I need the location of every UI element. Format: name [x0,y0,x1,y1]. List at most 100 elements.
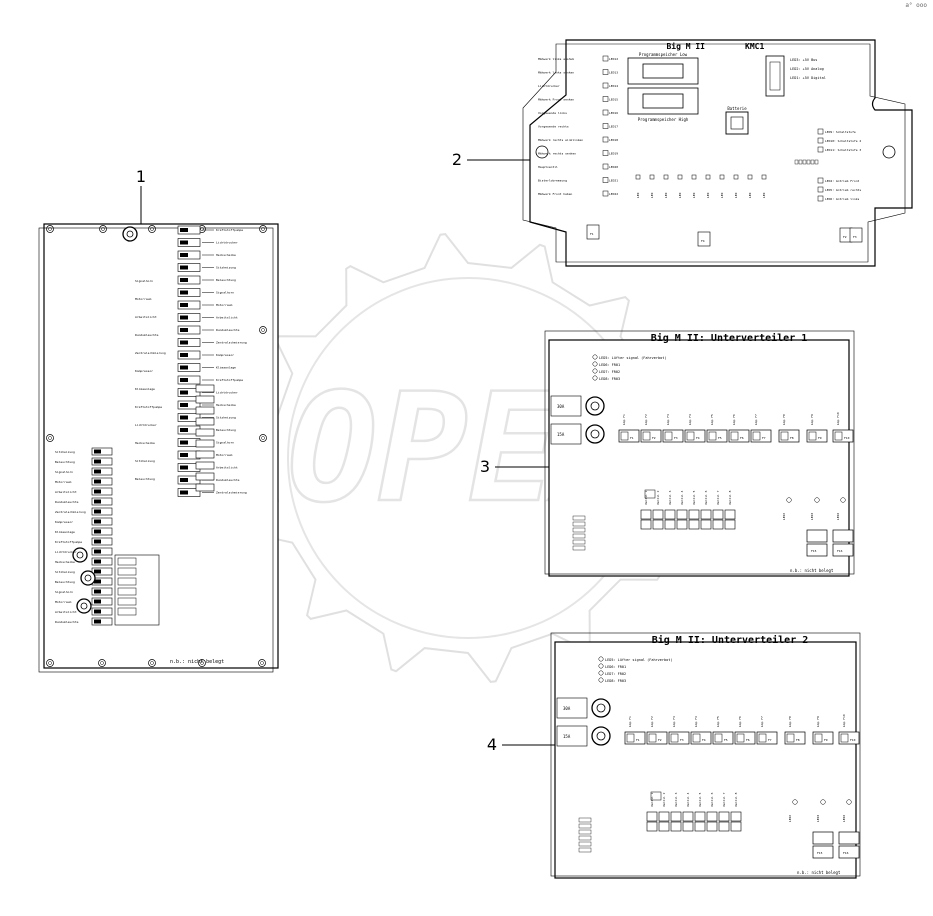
board-sub-2-footer: n.b.: nicht belegt [797,870,841,875]
relay-block [676,509,688,520]
fuse-label: Arbeitslicht [55,490,77,494]
fuse-holder [806,529,828,543]
fuse-holder [784,731,806,745]
led-label: Rundumleuchte [135,333,159,337]
kmc1-led-id: LED21 [609,179,618,183]
fuse-holder [806,429,828,443]
fuse-label: F9 [818,436,822,440]
mount-hole [46,659,54,667]
fuse-vertical-label: Lmp F1 [622,414,626,425]
led-indicator [635,174,641,180]
fuse-label: Sitzheizung [55,570,75,574]
relay-vertical-label: Ventil 6 [704,490,708,505]
fuse-holder [706,429,728,443]
legend-label: LED7: FR02 [599,370,620,374]
led-label: Lichtdrucker [135,423,157,427]
fuse-holder [668,731,690,745]
fuse-label: Kraftstoffpumpe [55,540,82,544]
kmc1-fuse [697,231,711,247]
led-label: Sitzheizung [135,459,155,463]
fuse-label: Beleuchtung [55,580,75,584]
terminal-stud [122,226,138,242]
fuse-block [91,537,113,546]
fuse-block [177,400,201,410]
led-indicator [602,177,609,183]
terminal-stud [591,698,611,718]
fuse-label: Kraftstoffpumpe [216,378,243,382]
kmc1-vertical-label: LED [720,192,724,198]
relay-block [688,519,700,530]
led-indicator [792,799,798,805]
fuse-label: Kompressor [216,353,234,357]
relay-block [195,439,215,448]
fuse-block [177,488,201,497]
mount-hole [259,225,267,233]
board-kmc1: Big M II KMC1 Programmspeicher Low Progr… [522,39,913,267]
terminal-stud [585,424,605,444]
prog-low-label: Programmspeicher Low [639,52,688,57]
relay-vertical-label: Ventil 7 [716,490,720,505]
mount-hole [259,326,267,334]
led-indicator [663,174,669,180]
fuse-vertical-label: Lmp F3 [672,716,676,727]
kmc1-led-label: Mähwerk Front heben [538,192,573,196]
relay-block [652,509,664,520]
led-label: Klimaanlage [135,387,155,391]
fuse-label: F3 [674,436,678,440]
kmc1-led-label: Vorgewende rechts [538,125,569,129]
relay-block [658,811,670,822]
prog-high-label: Programmspeicher High [638,117,689,122]
fuse-label: F10 [844,436,850,440]
kmc1-led-label: Hauptventil [538,165,558,169]
board-kmc1-title: Big M II [666,41,705,51]
terminal-stud [80,570,96,586]
fuse-label: F2 [658,738,662,742]
fuse-label: Beleuchtung [216,428,236,432]
fuse-holder [778,429,800,443]
fuse-holder [618,429,640,443]
relay-block [640,509,652,520]
mount-hole [148,225,156,233]
fuse-label: Zentralschmierung [216,491,247,495]
fuse-holder [832,543,854,557]
fuse-label: Lichtdrucker [55,550,77,554]
fuse-label: Signalhorn [216,441,234,445]
kmc1-led-label: Mähwerk Front senken [538,98,574,102]
relay-block [688,509,700,520]
mount-hole [99,225,107,233]
led-indicator [602,96,609,102]
fuse-block [177,388,201,397]
kmc1-led-label: Mähwerk rechts einklinken [538,138,583,142]
fuse-label: F6 [746,738,750,742]
led-indicator [598,670,604,676]
led-indicator [602,69,609,75]
fuse-block [177,225,201,235]
fuse-holder [684,429,706,443]
fuse-vertical-label: Lmp F6 [738,716,742,727]
relay-block [682,821,694,832]
led-indicator [602,82,609,89]
legend-label: LED8: FR03 [605,679,626,683]
fuse-label: Zentralschmierung [55,510,86,514]
fuse-vertical-label: Lmp F10 [836,412,840,425]
relay-block [195,384,215,393]
relay-vertical-label: Ventil 2 [662,792,666,807]
led-label: Signalhorn [135,279,153,283]
fuse-label: Klimaanlage [55,530,75,534]
fuse-label: F9 [824,738,828,742]
terminal-stud [585,396,605,416]
relay-block [682,811,694,822]
kmc1-vertical-label: LED [664,192,668,198]
kmc1-led-id: LED18 [609,138,618,142]
mount-hole [259,434,267,442]
relay-block [694,821,706,832]
kmc1-right-led-label: LED9: Schaltstufe [825,130,856,134]
fuse-label: Sitzheizung [216,416,236,420]
mount-hole [98,659,106,667]
callout-4: 4 [487,735,497,754]
fuse-label: F7 [768,738,772,742]
terminal-stud [72,547,88,563]
board-sub-1-footer: n.b.: nicht belegt [790,568,834,573]
kmc1-right-top-1: LED3: +5V Bus [790,58,817,62]
